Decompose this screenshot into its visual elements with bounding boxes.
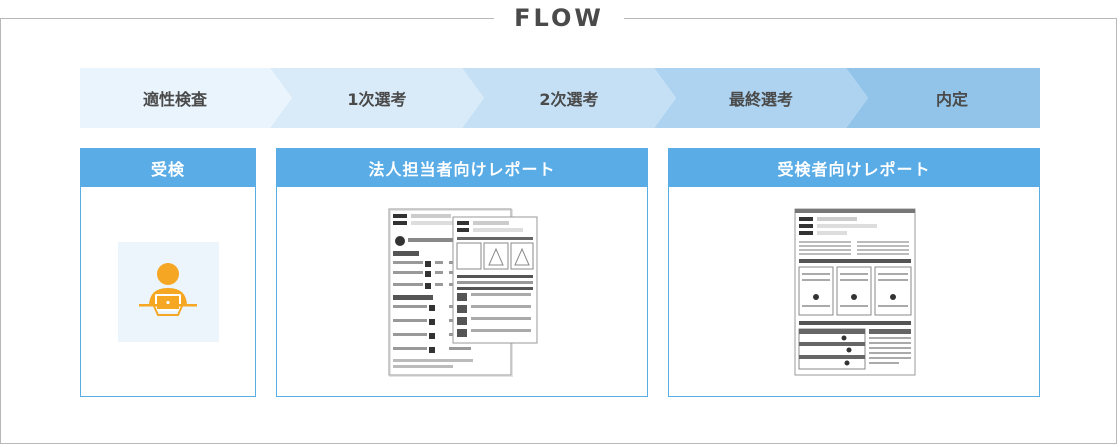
step-label: 内定 [935,90,968,109]
flow-steps: 適性検査 1次選考 2次選考 最終選考 内定 [80,68,1040,128]
step-aptitude-test: 適性検査 [80,68,292,128]
step-label: 2次選考 [539,90,599,109]
person-at-laptop-icon [139,263,197,316]
step-first-selection: 1次選考 [270,68,484,128]
step-label: 適性検査 [142,90,207,109]
step-label: 1次選考 [347,90,407,109]
card-candidate-report: 受検者向けレポート [668,148,1040,397]
exam-icon-box [118,242,219,342]
step-final-selection: 最終選考 [654,68,868,128]
card-corporate-report: 法人担当者向けレポート [276,148,648,397]
card-title: 受検 [81,149,255,187]
card-exam: 受検 [80,148,256,397]
card-title: 法人担当者向けレポート [277,149,647,187]
card-title: 受検者向けレポート [669,149,1039,187]
step-second-selection: 2次選考 [462,68,676,128]
step-label: 最終選考 [728,90,793,109]
flow-title: FLOW [494,0,624,36]
step-job-offer: 内定 [846,68,1040,128]
